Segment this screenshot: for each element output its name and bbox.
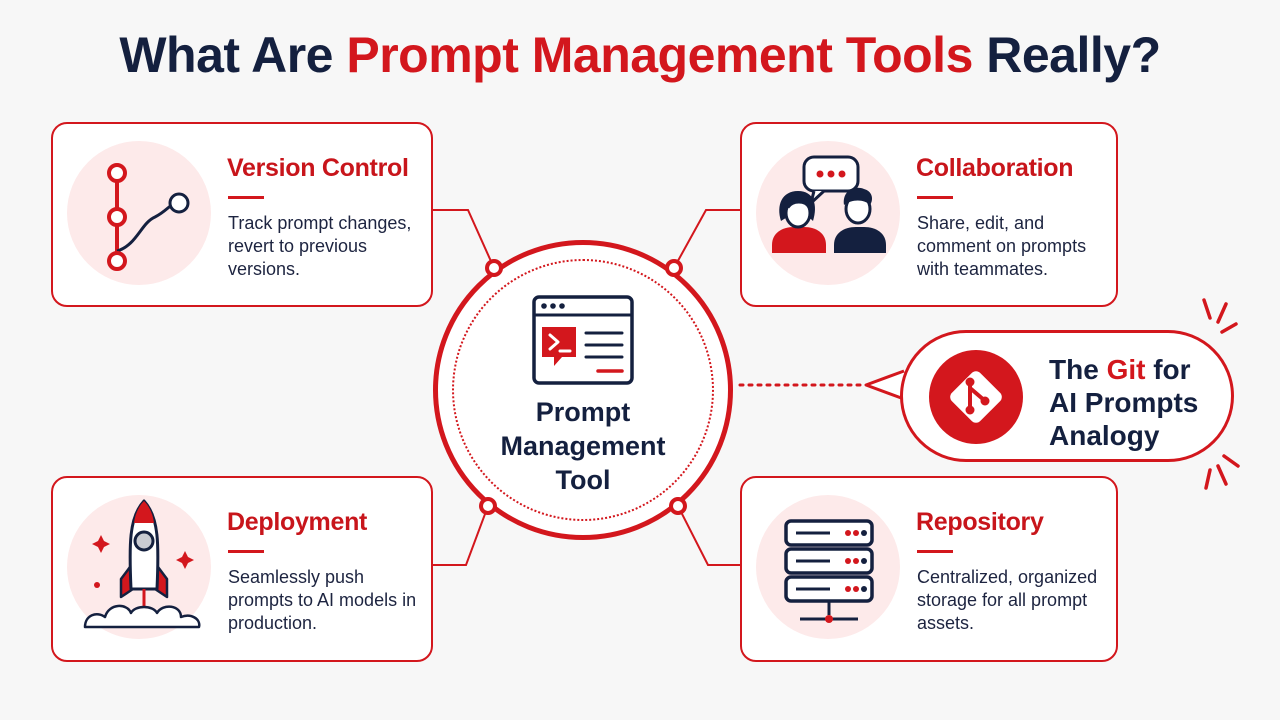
analogy-prefix: The [1049,354,1107,385]
hub-node-top-left [485,259,503,277]
central-hub: Prompt Management Tool [433,240,733,540]
analogy-git-word: Git [1106,354,1146,385]
version-control-title: Version Control [227,154,409,182]
hub-node-bottom-right [669,497,687,515]
hub-dotted-ring [452,259,714,521]
title-part-1: What Are [119,27,347,83]
deployment-description: Seamlessly push prompts to AI models in … [228,567,417,633]
git-analogy-bubble: The Git for AI Prompts Analogy [900,330,1234,462]
connector-repository [677,505,740,566]
server-stack-icon [784,519,874,623]
people-chat-icon [772,155,886,253]
git-logo-icon [950,371,1002,423]
version-control-rule [228,196,264,199]
hub-label-line-1: Prompt [535,397,631,427]
analogy-line-2: AI Prompts [1049,387,1199,418]
title-accent: Prompt Management Tools [346,27,973,83]
collaboration-description: Share, edit, and comment on prompts with… [917,213,1087,279]
analogy-line-3: Analogy [1049,420,1160,451]
repository-rule [917,550,953,553]
card-repository: Repository Centralized, organized storag… [740,476,1118,662]
branch-graph-icon [107,163,190,271]
hub-label: Prompt Management Tool [438,395,728,497]
terminal-window-icon [532,295,634,385]
analogy-text: The Git for AI Prompts Analogy [1049,353,1198,452]
collaboration-rule [917,196,953,199]
hub-node-top-right [665,259,683,277]
bubble-tail [864,369,905,401]
version-control-description: Track prompt changes, revert to previous… [228,213,412,279]
connector-deployment [433,505,489,566]
hub-label-line-3: Tool [555,465,611,495]
deployment-icon-circle [67,495,211,639]
card-version-control: Version Control Track prompt changes, re… [51,122,433,307]
title-part-2: Really? [972,27,1161,83]
repository-title: Repository [916,508,1044,536]
rocket-icon [83,499,201,629]
deployment-rule [228,550,264,553]
connector-collaboration [673,209,740,269]
deployment-title: Deployment [227,508,368,536]
git-logo-circle [929,350,1023,444]
repository-icon-circle [756,495,900,639]
hub-node-bottom-left [479,497,497,515]
version-icon-circle [67,141,211,285]
connector-version-control [433,209,495,269]
repository-description: Centralized, organized storage for all p… [917,567,1098,633]
analogy-line-1: The Git for [1049,353,1198,386]
page-title: What Are Prompt Management Tools Really? [0,26,1280,84]
emphasis-rays-icon [1202,298,1240,490]
hub-label-line-2: Management [500,431,666,461]
collaboration-title: Collaboration [916,154,1074,182]
card-collaboration: Collaboration Share, edit, and comment o… [740,122,1118,307]
analogy-suffix: for [1145,354,1191,385]
collaboration-icon-circle [756,141,900,285]
card-deployment: Deployment Seamlessly push prompts to AI… [51,476,433,662]
